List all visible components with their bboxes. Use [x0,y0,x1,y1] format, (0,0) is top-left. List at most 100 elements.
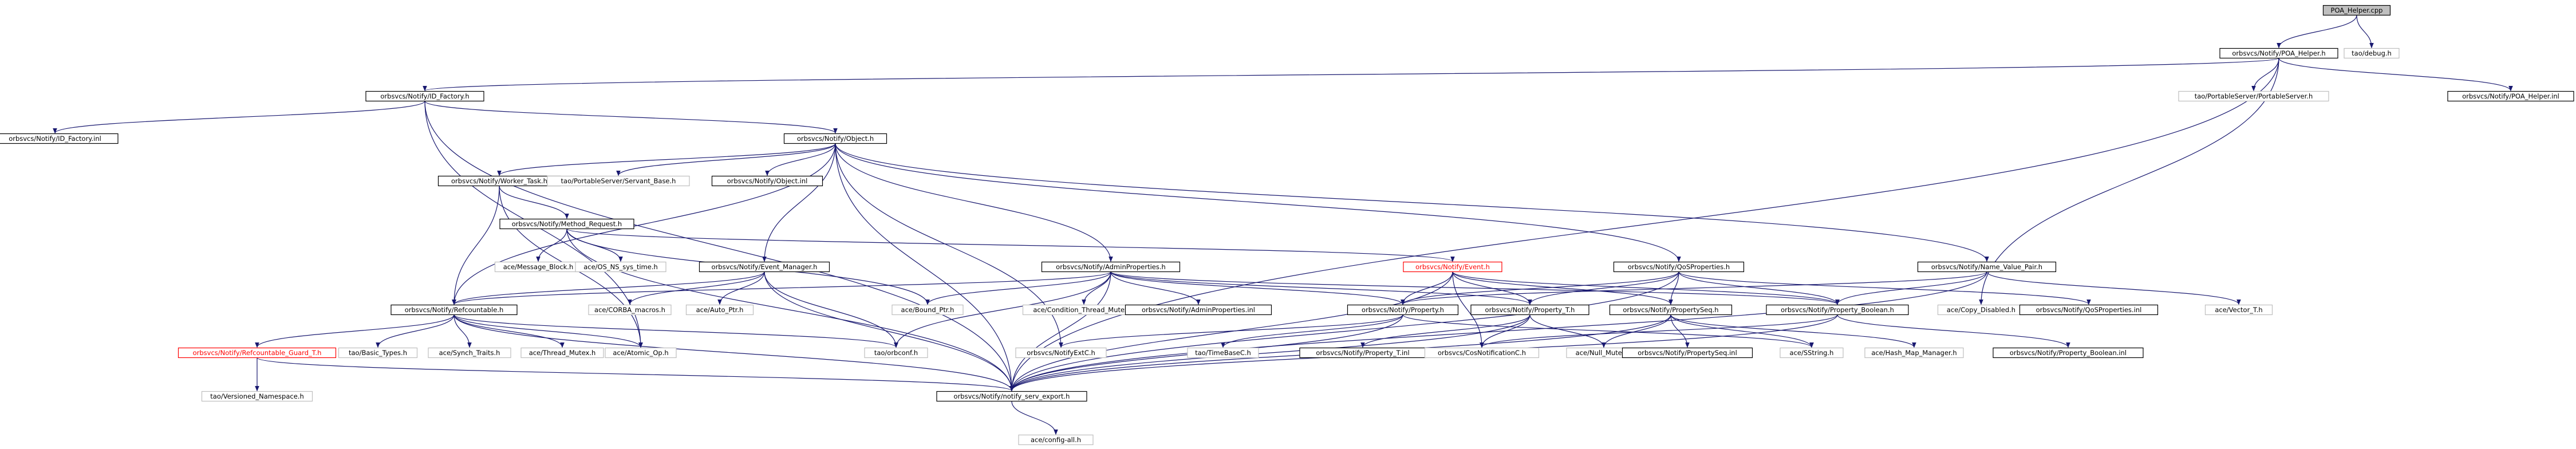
node-label: ace/Copy_Disabled.h [1947,306,2015,314]
node-label: orbsvcs/Notify/AdminProperties.h [1056,263,1166,271]
node-nssys: ace/OS_NS_sys_time.h [575,261,666,273]
node-box [0,133,119,144]
edge-layer [53,15,2513,435]
node-rcg-h[interactable]: orbsvcs/Notify/Refcountable_Guard_T.h [177,347,337,359]
node-obj-h[interactable]: orbsvcs/Notify/Object.h [783,133,887,144]
node-label: orbsvcs/Notify/Object.h [797,135,874,143]
node-box [936,391,1087,402]
node-synch-traits: ace/Synch_Traits.h [428,347,511,359]
edge-em-h-to-corba-macros [628,271,765,305]
edge-idf-h-to-export-h [424,101,1014,392]
node-box [2447,90,2574,102]
node-box [2019,304,2159,316]
edge-qos-h-to-prop-h [1401,271,1679,305]
node-label: orbsvcs/Notify/ID_Factory.inl [9,135,101,143]
edge-rc-h-to-export-h [453,314,1014,392]
edge-rc-h-to-synch-traits [453,314,472,348]
edge-em-h-to-autoptr [717,271,765,305]
node-label: POA_Helper.cpp [2331,6,2383,14]
edge-ev-h-to-prop-h [1401,271,1453,305]
node-prop-h[interactable]: orbsvcs/Notify/Property.h [1347,304,1459,316]
node-mr-h[interactable]: orbsvcs/Notify/Method_Request.h [499,218,634,230]
node-idf-inl[interactable]: orbsvcs/Notify/ID_Factory.inl [0,133,119,144]
node-timebase: tao/TimeBaseC.h [1187,347,1259,359]
node-box [1864,347,1964,359]
node-poa-cpp[interactable]: POA_Helper.cpp [2322,5,2391,16]
node-export-h[interactable]: orbsvcs/Notify/notify_serv_export.h [936,391,1087,402]
edge-mr-h-to-msgblock [536,229,567,262]
node-poa-h[interactable]: orbsvcs/Notify/POA_Helper.h [2219,48,2338,59]
node-box [783,133,887,144]
node-ap-h[interactable]: orbsvcs/Notify/AdminProperties.h [1041,261,1181,273]
edge-propt-h-to-export-h [1009,314,1530,392]
node-box [605,347,677,359]
node-box [1125,304,1272,316]
node-box [177,347,337,359]
node-pbool-inl[interactable]: orbsvcs/Notify/Property_Boolean.inl [1993,347,2144,359]
node-box [428,347,511,359]
edge-nvp-h-to-export-h [1009,271,1987,392]
node-pseq-inl[interactable]: orbsvcs/Notify/PropertySeq.inl [1622,347,1753,359]
edge-mr-h-to-export-h [566,229,1014,392]
node-box [575,261,666,273]
edge-prop-h-to-timebase [1221,314,1403,348]
node-em-h[interactable]: orbsvcs/Notify/Event_Manager.h [699,261,830,273]
edge-wt-h-to-mr-h [499,186,569,219]
edge-obj-h-to-wt-h [497,143,836,176]
node-propt-inl[interactable]: orbsvcs/Notify/Property_T.inl [1299,347,1426,359]
node-label: orbsvcs/Notify/Event.h [1415,263,1490,271]
edge-qos-h-to-pbool-h [1678,271,1840,305]
node-ps-h: tao/PortableServer/PortableServer.h [2178,90,2329,102]
node-idf-h[interactable]: orbsvcs/Notify/ID_Factory.h [365,90,484,102]
edge-pbool-h-to-pbool-inl [1837,314,2070,348]
node-box [711,175,823,187]
node-box [201,391,313,402]
node-label: orbsvcs/Notify/ID_Factory.h [380,92,469,100]
edge-nvp-h-to-pbool-h [1835,271,1987,305]
edge-nvp-h-to-prop-h [1401,271,1987,305]
node-pbool-h[interactable]: orbsvcs/Notify/Property_Boolean.h [1766,304,1909,316]
node-qos-inl[interactable]: orbsvcs/Notify/QoSProperties.inl [2019,304,2159,316]
node-config-all: ace/config-all.h [1018,434,1094,446]
node-ev-h[interactable]: orbsvcs/Notify/Event.h [1403,261,1502,273]
node-nvp-h[interactable]: orbsvcs/Notify/Name_Value_Pair.h [1917,261,2057,273]
node-wt-h[interactable]: orbsvcs/Notify/Worker_Task.h [437,175,561,187]
node-box [891,304,964,316]
edge-pseq-h-to-null-mutex [1601,314,1671,348]
edge-poa-cpp-to-tao-debug [2356,15,2374,49]
node-propt-h[interactable]: orbsvcs/Notify/Property_T.h [1470,304,1589,316]
edge-rc-h-to-orbconf [453,314,898,348]
edge-poa-h-to-idf-h [423,57,2279,92]
node-label: orbsvcs/Notify/Event_Manager.h [712,263,818,271]
node-obj-inl[interactable]: orbsvcs/Notify/Object.inl [711,175,823,187]
edge-pseq-h-to-pseq-inl [1670,314,1690,348]
node-pseq-h[interactable]: orbsvcs/Notify/PropertySeq.h [1609,304,1733,316]
node-qos-h[interactable]: orbsvcs/Notify/QoSProperties.h [1613,261,1745,273]
node-label: ace/SString.h [1790,349,1834,357]
edge-pbool-h-to-cosnot [1480,314,1838,348]
node-ap-inl[interactable]: orbsvcs/Notify/AdminProperties.inl [1125,304,1272,316]
node-label: orbsvcs/Notify/Property_T.inl [1316,349,1409,357]
edge-em-h-to-orbconf [764,271,898,348]
node-label: orbsvcs/Notify/Method_Request.h [512,220,622,228]
edge-pseq-h-to-hashmap [1670,314,1916,348]
node-orbconf: tao/orbconf.h [864,347,928,359]
edge-poa-h-to-export-h [1009,58,2279,392]
edge-obj-h-to-qos-h [835,143,1681,262]
node-label: orbsvcs/NotifyExtC.h [1027,349,1095,357]
node-label: orbsvcs/Notify/POA_Helper.h [2232,49,2325,57]
node-label: orbsvcs/Notify/Refcountable_Guard_T.h [193,349,322,357]
node-sstring: ace/SString.h [1780,347,1844,359]
node-box [1041,261,1181,273]
node-label: orbsvcs/Notify/QoSProperties.inl [2036,306,2142,314]
edge-qos-h-to-pseq-h [1668,271,1679,305]
node-rc-h[interactable]: orbsvcs/Notify/Refcountable.h [390,304,518,316]
node-label: ace/OS_NS_sys_time.h [583,263,658,271]
node-versioned: tao/Versioned_Namespace.h [201,391,313,402]
node-label: orbsvcs/Notify/Worker_Task.h [451,177,547,185]
edge-idf-h-to-obj-h [424,100,838,134]
node-poa-inl[interactable]: orbsvcs/Notify/POA_Helper.inl [2447,90,2574,102]
node-label: ace/CORBA_macros.h [594,306,665,314]
node-box [1403,261,1502,273]
node-box [1609,304,1733,316]
